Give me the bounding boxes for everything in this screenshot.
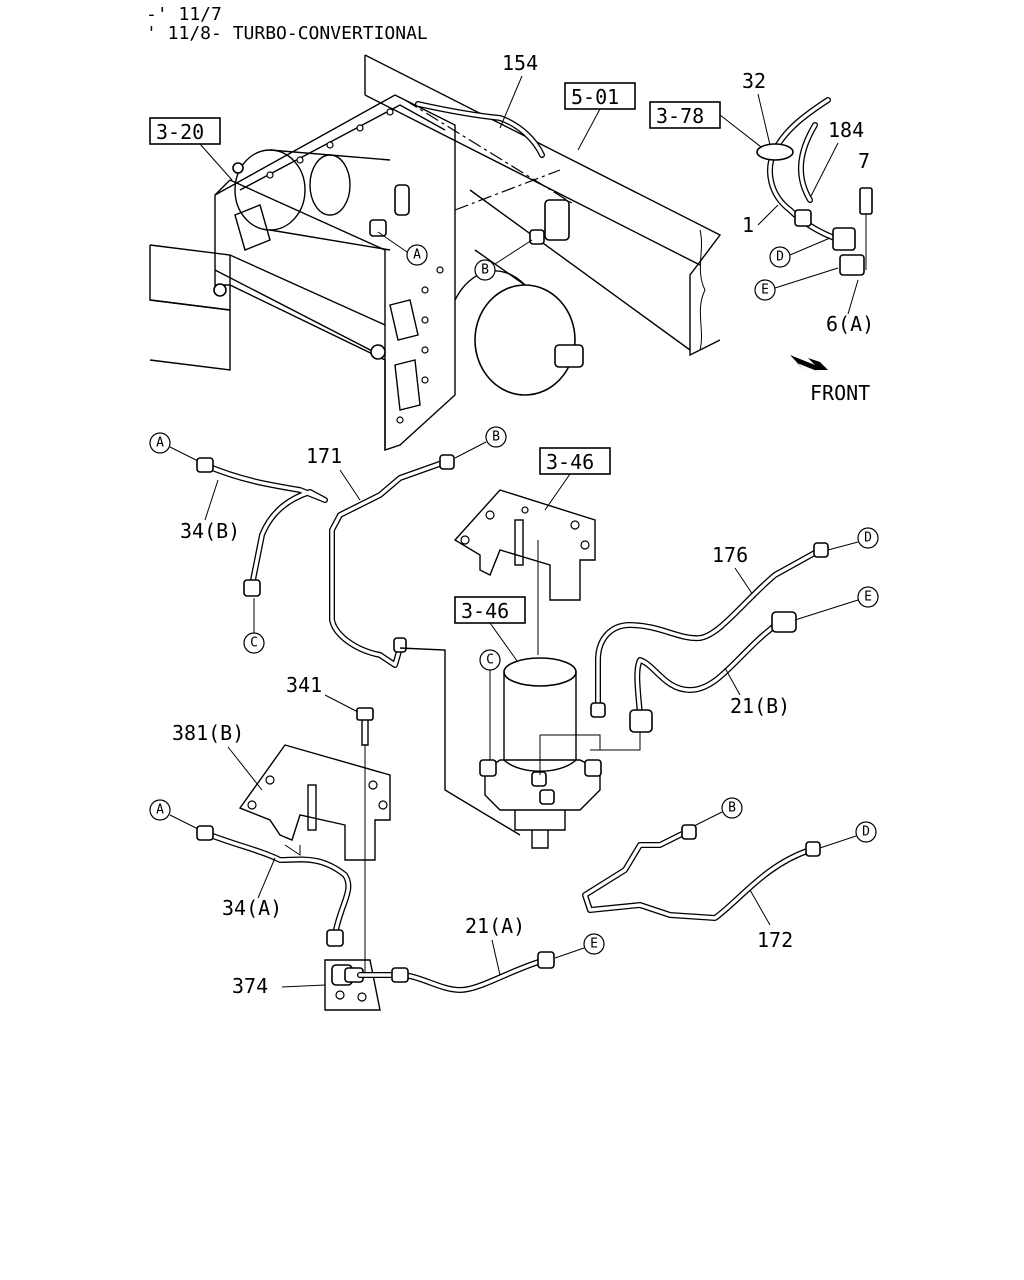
part-381b-label: 381(B) — [172, 721, 244, 745]
frame-rail — [364, 54, 722, 357]
air-dryer — [479, 657, 641, 849]
svg-text:E: E — [590, 937, 598, 952]
part-341-label: 341 — [286, 673, 322, 697]
header-line-1: -' 11/7 — [146, 4, 222, 25]
svg-text:A: A — [156, 803, 164, 818]
part-21b-label: 21(B) — [730, 694, 790, 718]
svg-text:C: C — [486, 653, 494, 668]
bracket-381b — [238, 744, 391, 861]
hose-21b — [629, 611, 797, 733]
ref-3-20-label: 3-20 — [156, 120, 204, 144]
hose-21a — [357, 951, 555, 993]
bubble-e-21a: E — [554, 933, 605, 959]
bubble-a-frame: A — [377, 231, 428, 266]
part-184-label: 184 — [828, 118, 864, 142]
front-label: FRONT — [810, 381, 870, 405]
svg-text:D: D — [776, 250, 784, 265]
cross-member-assembly — [149, 94, 584, 451]
header-line-2: ' 11/8- TURBO-CONVERTIONAL — [146, 23, 428, 44]
part-154-label: 154 — [502, 51, 538, 75]
svg-text:B: B — [481, 263, 489, 278]
bubble-e-top: E — [754, 267, 839, 301]
svg-text:D: D — [862, 825, 870, 840]
bubble-a-34a: A — [149, 799, 201, 831]
part-374-label: 374 — [232, 974, 268, 998]
ref-3-78-label: 3-78 — [656, 104, 704, 128]
part-21a-label: 21(A) — [465, 914, 525, 938]
valve-374 — [324, 959, 381, 1011]
bubble-b-171: B — [454, 426, 507, 459]
ref-5-01-label: 5-01 — [571, 85, 619, 109]
bubble-d-top: D — [769, 237, 831, 268]
bubble-c-dryer: C — [479, 649, 501, 760]
svg-text:C: C — [250, 636, 258, 651]
bubble-d-176: D — [827, 527, 879, 551]
bubble-b-frame: B — [474, 239, 533, 281]
ref-box-5-01: 5-01 — [564, 82, 636, 151]
bubble-a-34b: A — [149, 432, 201, 463]
front-arrow-icon — [790, 355, 828, 373]
bracket-upper — [453, 489, 596, 655]
svg-text:D: D — [864, 531, 872, 546]
svg-text:A: A — [156, 436, 164, 451]
bubble-c-34b: C — [243, 598, 265, 654]
ref-3-46-upper-label: 3-46 — [546, 450, 594, 474]
ref-box-3-20: 3-20 — [149, 117, 233, 181]
part-32-label: 32 — [742, 69, 766, 93]
svg-text:B: B — [492, 430, 500, 445]
bolt-341 — [356, 707, 374, 975]
frame-holes — [266, 108, 444, 424]
svg-text:E: E — [864, 590, 872, 605]
pipe-171 — [329, 454, 455, 668]
svg-text:E: E — [761, 283, 769, 298]
ref-3-46-lower-label: 3-46 — [461, 599, 509, 623]
part-172-label: 172 — [757, 928, 793, 952]
part-6a-label: 6(A) — [826, 312, 874, 336]
pipe-34a — [196, 825, 352, 947]
svg-text:A: A — [413, 248, 421, 263]
ref-box-3-46-lower: 3-46 — [454, 596, 526, 666]
pipe-172 — [582, 824, 821, 921]
bubble-d-172: D — [819, 821, 877, 849]
svg-text:B: B — [728, 801, 736, 816]
part-171-label: 171 — [306, 444, 342, 468]
part-1-label: 1 — [742, 213, 754, 237]
pipe-34b — [196, 457, 328, 597]
part-34b-label: 34(B) — [180, 519, 240, 543]
bubble-e-21b: E — [794, 586, 879, 621]
ref-box-3-78: 3-78 — [649, 101, 766, 151]
ref-box-3-46-upper: 3-46 — [539, 447, 611, 511]
part-34a-label: 34(A) — [222, 896, 282, 920]
bubble-b-172: B — [689, 797, 743, 829]
part-7-label: 7 — [858, 149, 870, 173]
hose-assembly-top-right — [756, 97, 873, 276]
part-176-label: 176 — [712, 543, 748, 567]
pipe-171-lower — [399, 647, 521, 836]
